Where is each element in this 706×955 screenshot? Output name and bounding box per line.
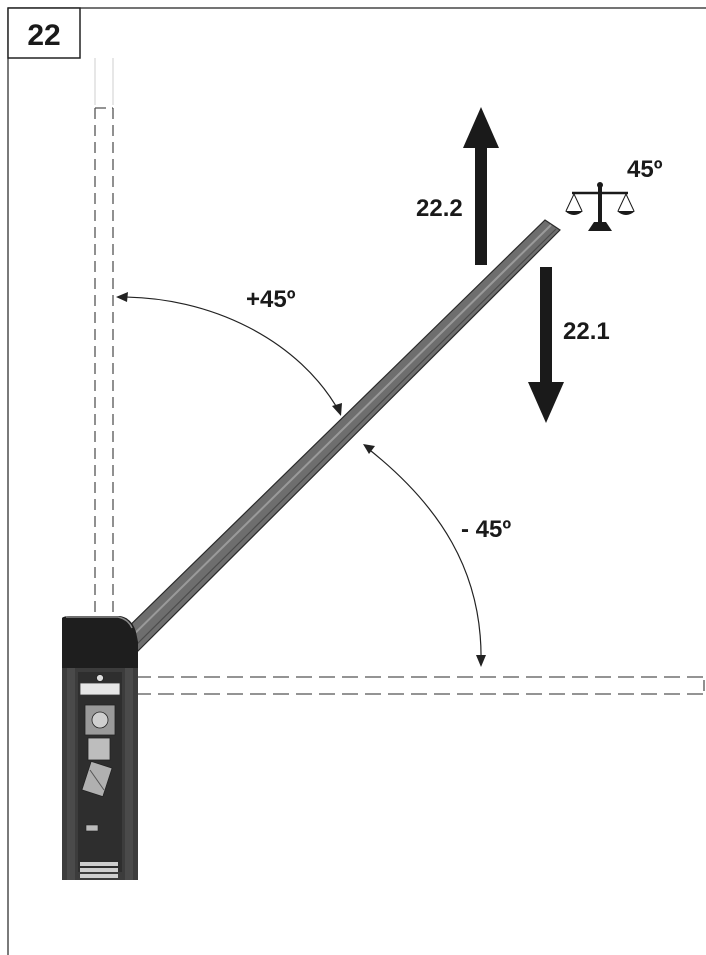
motor-mechanism (81, 704, 116, 798)
angle-arc-up (117, 296, 341, 414)
up-arrow-label: 22.2 (416, 195, 463, 222)
vertical-boom-ghost (94, 107, 114, 620)
balance-angle-label: 45º (627, 156, 663, 183)
inclined-boom (117, 219, 561, 653)
down-arrow-label: 22.1 (563, 318, 610, 345)
figure-number-box: 22 (7, 7, 81, 59)
horizontal-boom-ghost (135, 676, 704, 695)
arrow-up-icon (463, 107, 499, 265)
figure-number: 22 (27, 19, 60, 52)
angle-arc-down (365, 446, 482, 664)
arc-down-arrowhead-end (476, 655, 486, 667)
arrow-down-icon (528, 267, 564, 423)
page-frame (7, 7, 706, 955)
barrier-cabinet (62, 616, 138, 880)
vertical-boom-ghost-fade (94, 58, 114, 105)
balance-scale-icon (565, 182, 635, 231)
angle-up-label: +45º (246, 286, 296, 313)
angle-down-label: - 45º (461, 516, 511, 543)
arc-down-arrowhead-start (363, 444, 375, 454)
arc-up-arrowhead-start (116, 292, 128, 302)
arc-up-arrowhead-end (332, 403, 342, 416)
